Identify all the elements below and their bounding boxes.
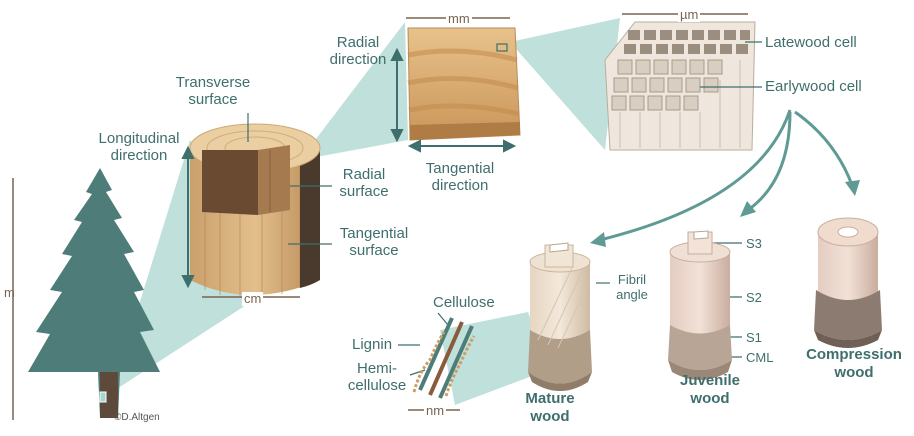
unit-um: µm: [678, 7, 701, 22]
zoom-block-to-cells: [510, 18, 620, 150]
label-transverse-surface: Transverse surface: [175, 74, 251, 108]
mature-wood-fiber-icon: [528, 242, 592, 391]
unit-nm: nm: [424, 403, 447, 418]
tree-icon: [28, 168, 160, 418]
credit-text: ©D.Altgen: [114, 412, 160, 423]
cell-block-icon: [604, 21, 756, 151]
label-longitudinal-direction: Longitudinal direction: [98, 130, 180, 164]
direction-arrows: [181, 47, 517, 289]
label-lignin: Lignin: [352, 336, 393, 353]
unit-cm: cm: [242, 291, 264, 306]
label-cml: CML: [746, 350, 774, 365]
label-tangential-direction: Tangential direction: [425, 160, 495, 194]
label-mature-wood: Mature wood: [525, 390, 575, 425]
label-s2: S2: [746, 290, 762, 305]
label-juvenile-wood: Juvenile wood: [679, 372, 741, 407]
label-fibril-angle: Fibril angle: [616, 272, 648, 302]
label-radial-direction: Radial direction: [329, 34, 387, 68]
arrow-heads: [590, 180, 860, 247]
unit-mm: mm: [446, 11, 472, 26]
label-tangential-surface: Tangential surface: [339, 225, 409, 259]
zoom-log-to-block: [300, 22, 408, 160]
label-radial-surface: Radial surface: [339, 166, 389, 200]
wood-block-icon: [407, 27, 521, 141]
log-icon: [189, 123, 321, 297]
label-s1: S1: [746, 330, 762, 345]
fibril-structure-icon: [412, 317, 476, 399]
label-s3: S3: [746, 236, 762, 251]
label-latewood-cell: Latewood cell: [765, 34, 857, 51]
label-earlywood-cell: Earlywood cell: [765, 78, 862, 95]
label-compression-wood: Compression wood: [806, 346, 902, 381]
juvenile-wood-fiber-icon: [668, 230, 732, 380]
compression-wood-fiber-icon: [814, 217, 882, 348]
fiber-type-arrows: [599, 109, 854, 242]
label-hemicellulose: Hemi-cellulose: [347, 360, 407, 394]
label-cellulose: Cellulose: [433, 294, 495, 311]
unit-m: m: [4, 285, 15, 300]
